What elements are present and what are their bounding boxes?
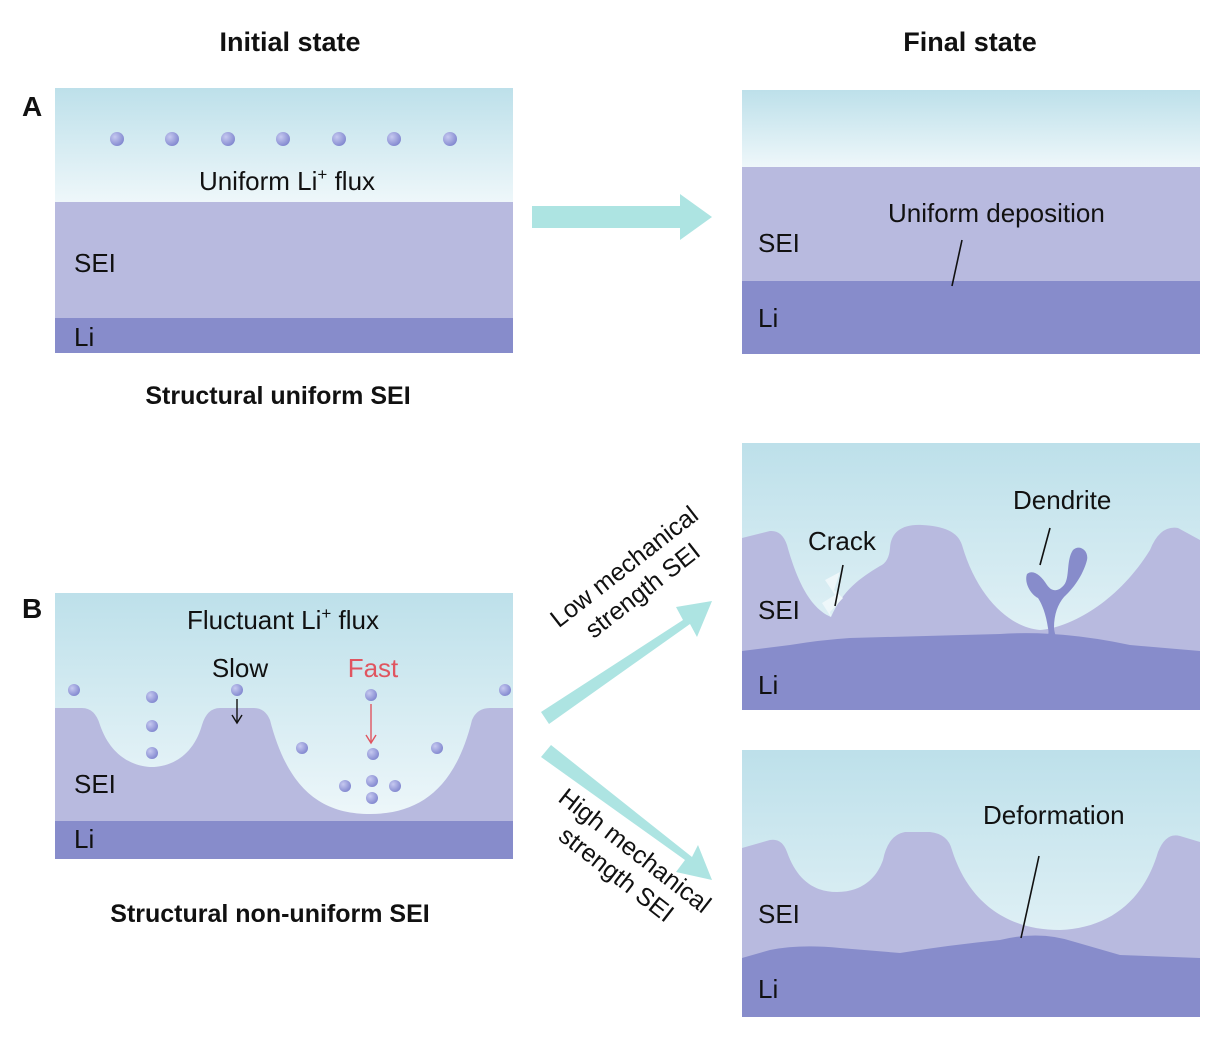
- li-ion: [296, 742, 308, 754]
- li-label: Li: [74, 322, 94, 352]
- slow-label: Slow: [212, 653, 269, 683]
- li-ion: [276, 132, 290, 146]
- li-label: Li: [758, 974, 778, 1004]
- panel-b-final-low: Crack Dendrite SEI Li: [742, 443, 1200, 710]
- crack-label: Crack: [808, 526, 877, 556]
- li-ion: [366, 775, 378, 787]
- li-ion: [431, 742, 443, 754]
- li-ion: [332, 132, 346, 146]
- arrow-right: [532, 194, 712, 240]
- arrow-down-right: [541, 745, 712, 880]
- sei-layer-uneven: [55, 708, 513, 821]
- panel-a-initial: Uniform Li+ flux SEI Li: [55, 88, 513, 353]
- caption-uniform-sei: Structural uniform SEI: [145, 382, 410, 410]
- li-ion: [367, 748, 379, 760]
- header-initial-state: Initial state: [219, 27, 360, 57]
- sei-label: SEI: [74, 769, 116, 799]
- sei-layer-deformed: [742, 832, 1200, 958]
- li-ion: [146, 691, 158, 703]
- li-ion: [443, 132, 457, 146]
- li-ion: [146, 747, 158, 759]
- crack-pointer: [834, 564, 844, 607]
- li-ion: [110, 132, 124, 146]
- li-layer: [742, 281, 1200, 354]
- uniform-flux-label: Uniform Li+ flux: [199, 165, 375, 196]
- li-label: Li: [74, 824, 94, 854]
- li-layer: [742, 935, 1200, 1017]
- li-ion-row: [110, 132, 457, 146]
- li-ion: [499, 684, 511, 696]
- sei-label: SEI: [758, 228, 800, 258]
- sei-layer-cracked: [742, 524, 1200, 651]
- dendrite-pointer: [1039, 527, 1051, 566]
- dendrite-label: Dendrite: [1013, 485, 1111, 515]
- panel-b-label: B: [22, 593, 42, 624]
- deformation-label: Deformation: [983, 800, 1125, 830]
- uniform-deposition-label: Uniform deposition: [888, 198, 1105, 228]
- li-layer: [742, 633, 1200, 710]
- dendrite-shape: [1026, 547, 1088, 650]
- slow-arrow: [231, 699, 243, 725]
- li-ion: [366, 792, 378, 804]
- li-label: Li: [758, 670, 778, 700]
- sei-label: SEI: [758, 595, 800, 625]
- li-label: Li: [758, 303, 778, 333]
- panel-a-final: Uniform deposition SEI Li: [742, 90, 1200, 354]
- fluctuant-flux-label: Fluctuant Li+ flux: [187, 604, 379, 635]
- panel-b-final-high: Deformation SEI Li: [742, 750, 1200, 1017]
- fast-arrow: [365, 704, 377, 745]
- electrolyte-region: [742, 90, 1200, 167]
- sei-layer: [742, 167, 1200, 281]
- li-ion: [339, 780, 351, 792]
- li-ion: [365, 689, 377, 701]
- li-ions: [68, 684, 511, 804]
- arrow-up-right: [541, 601, 712, 724]
- li-ion: [165, 132, 179, 146]
- li-ion: [68, 684, 80, 696]
- li-layer: [55, 821, 513, 859]
- deformation-pointer: [1020, 855, 1040, 939]
- caption-non-uniform-sei: Structural non-uniform SEI: [110, 900, 429, 928]
- li-layer: [55, 318, 513, 353]
- li-ion: [387, 132, 401, 146]
- sei-label: SEI: [74, 248, 116, 278]
- panel-a-label: A: [22, 91, 42, 122]
- sei-label: SEI: [758, 899, 800, 929]
- annotation-line: [951, 239, 963, 287]
- li-ion: [221, 132, 235, 146]
- crack-shape: [822, 572, 843, 617]
- fast-label: Fast: [348, 653, 399, 683]
- li-ion: [389, 780, 401, 792]
- li-ion: [231, 684, 243, 696]
- sei-layer: [55, 202, 513, 318]
- panel-b-initial: Fluctuant Li+ flux Slow Fast: [55, 593, 513, 859]
- li-ion: [146, 720, 158, 732]
- header-final-state: Final state: [903, 27, 1037, 57]
